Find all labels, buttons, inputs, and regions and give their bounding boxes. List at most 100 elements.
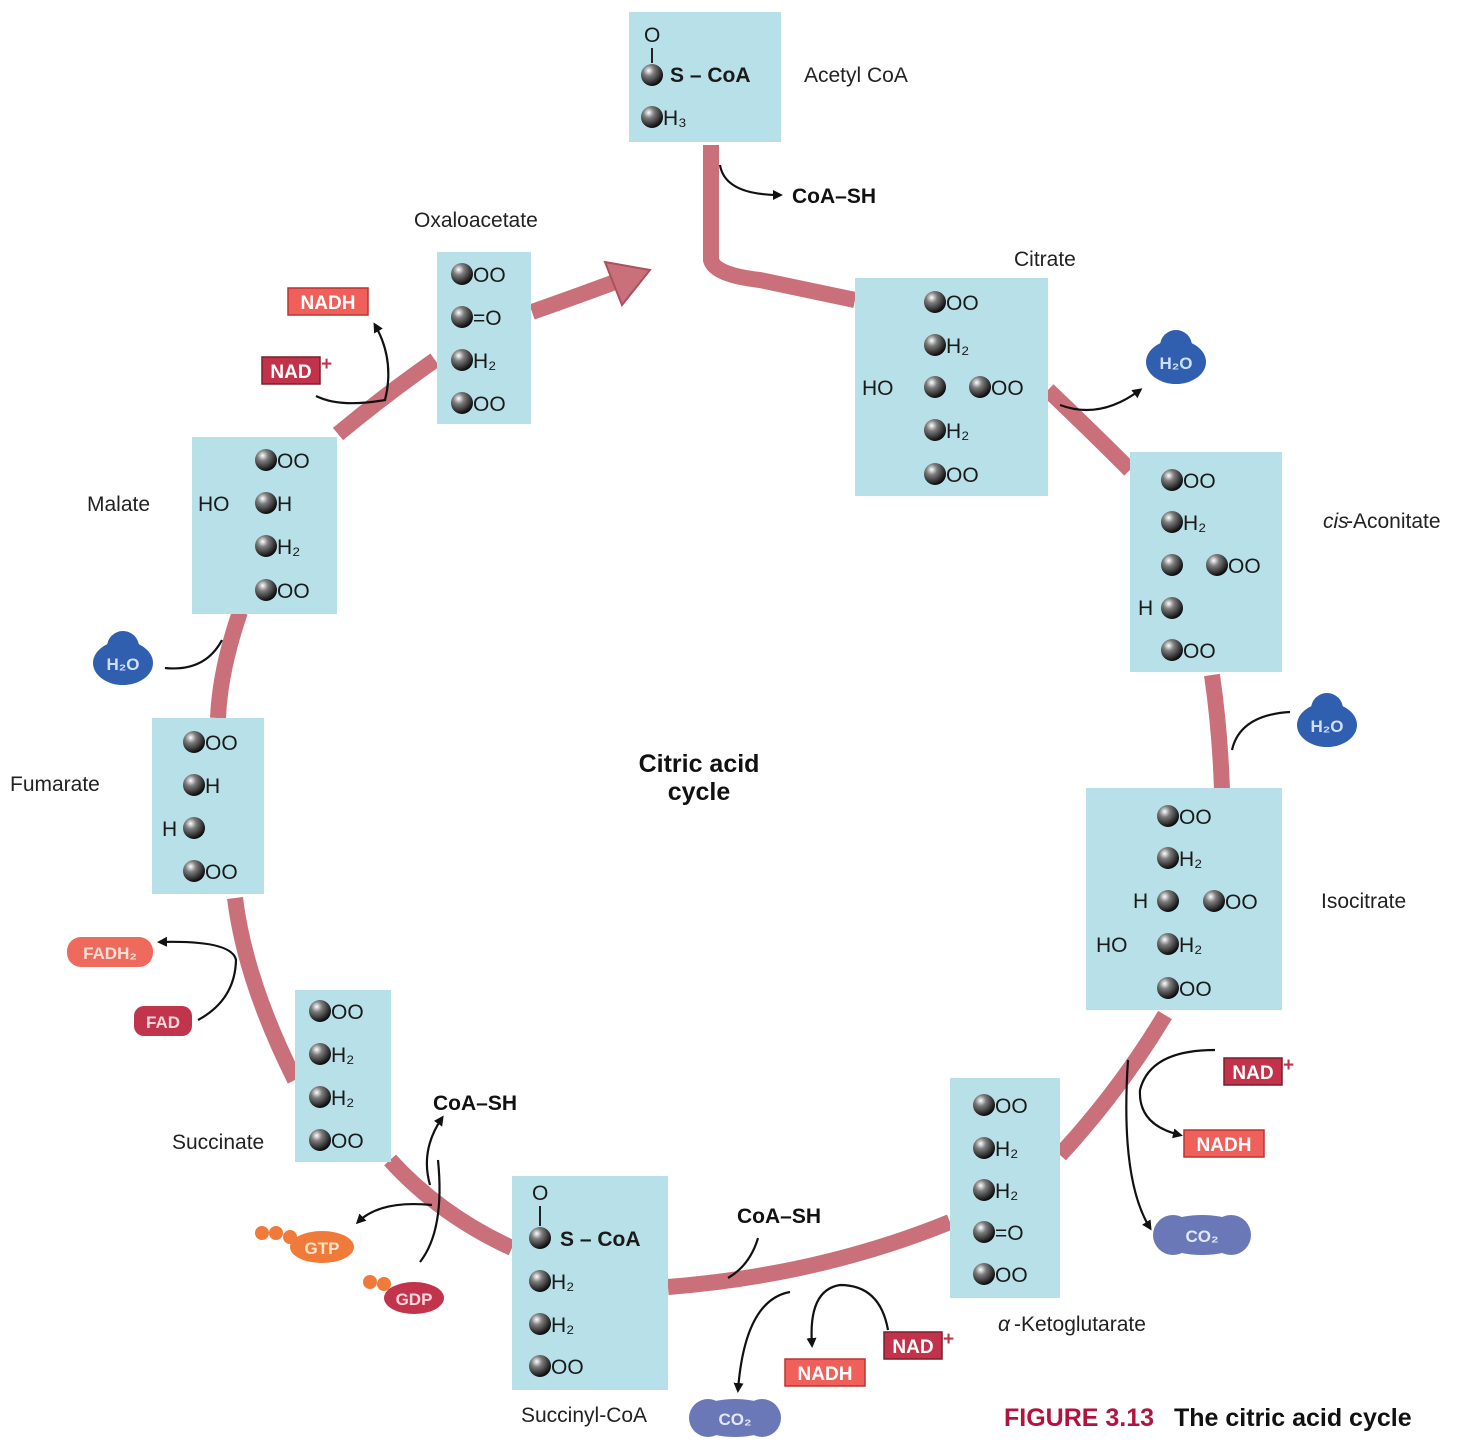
fadh2-badge: FADH₂	[67, 937, 153, 967]
atom-label: NAD	[1232, 1063, 1273, 1084]
nadh-badge-bottom: NADH	[784, 1358, 866, 1387]
carbon-atom-icon	[107, 631, 139, 663]
label-citrate: Citrate	[1014, 248, 1076, 271]
atom-label: OO	[205, 861, 238, 884]
atom-label: HO	[198, 493, 230, 516]
atom-label: OO	[995, 1095, 1028, 1118]
carbon-atom-icon	[973, 1179, 995, 1201]
carbon-atom-icon	[255, 449, 277, 471]
atom-label: +	[943, 1329, 954, 1350]
isocitrate-molecule: OO H₂ H OO HO H₂ OO	[1086, 788, 1282, 1010]
nad-badge-top-left: NAD +	[261, 354, 332, 385]
atom-label: H₂	[1179, 934, 1202, 957]
water-icon-citrate: H₂O	[1146, 330, 1206, 384]
figure-title: The citric acid cycle	[1174, 1404, 1412, 1432]
nad-badge-right: NAD +	[1223, 1055, 1294, 1086]
atom-label: OO	[1228, 555, 1261, 578]
atom-label: CO₂	[1185, 1227, 1218, 1246]
carbon-atom-icon	[451, 392, 473, 414]
carbon-atom-icon	[451, 349, 473, 371]
atom-label: +	[1283, 1055, 1294, 1076]
atom-label: CO₂	[718, 1410, 751, 1429]
atom-h3: H₃	[663, 107, 687, 130]
label-succinyl-coa: Succinyl-CoA	[521, 1404, 647, 1427]
label-fumarate: Fumarate	[10, 773, 100, 796]
atom-label: H	[1133, 890, 1148, 913]
acetyl-coa-molecule: O S – CoA H₃	[629, 12, 781, 142]
atom-o: O	[644, 24, 660, 47]
atom-label: OO	[1183, 640, 1216, 663]
carbon-atom-icon	[973, 1221, 995, 1243]
carbon-atom-icon	[924, 291, 946, 313]
label-malate: Malate	[87, 493, 150, 516]
atom-label: O	[532, 1182, 548, 1205]
atom-label: H₂	[551, 1314, 574, 1337]
carbon-atom-icon	[1157, 933, 1179, 955]
atom-label: NADH	[798, 1364, 853, 1385]
atom-label: H₂O	[106, 655, 139, 674]
fumarate-molecule: OO H H OO	[152, 718, 264, 894]
carbon-atom-icon	[924, 376, 946, 398]
atom-label: NADH	[301, 293, 356, 314]
carbon-atom-icon	[1206, 554, 1228, 576]
atom-label: OO	[991, 377, 1024, 400]
carbon-atom-icon	[924, 334, 946, 356]
atom-label: OO	[946, 292, 979, 315]
atom-label: HO	[1096, 934, 1128, 957]
carbon-atom-icon	[969, 376, 991, 398]
label-acetyl-coa: Acetyl CoA	[804, 64, 908, 87]
carbon-atom-icon	[1311, 693, 1343, 725]
alpha-ketoglutarate-molecule: OO H₂ H₂ =O OO	[950, 1078, 1060, 1298]
label-coa-sh-bottom: CoA–SH	[737, 1205, 821, 1228]
gdp-icon: GDP	[363, 1275, 444, 1314]
atom-label: OO	[205, 732, 238, 755]
carbon-atom-icon	[1157, 847, 1179, 869]
carbon-atom-icon	[451, 306, 473, 328]
atom-label: H₂	[1179, 848, 1202, 871]
carbon-atom-icon	[255, 535, 277, 557]
carbon-atom-icon	[269, 1226, 283, 1240]
label-cis-prefix: cis	[1323, 510, 1349, 533]
atom-label: =O	[995, 1222, 1024, 1245]
carbon-atom-icon	[183, 817, 205, 839]
carbon-atom-icon	[641, 64, 663, 86]
atom-label: H₂	[331, 1044, 354, 1067]
atom-label: H₂	[946, 420, 969, 443]
atom-label: OO	[473, 393, 506, 416]
atom-label: NADH	[1197, 1135, 1252, 1156]
atom-label: OO	[1225, 891, 1258, 914]
atom-label: HO	[862, 377, 894, 400]
atom-label: OO	[1179, 806, 1212, 829]
carbon-atom-icon	[1153, 1215, 1193, 1255]
carbon-atom-icon	[743, 1399, 781, 1437]
atom-label: OO	[551, 1356, 584, 1379]
atom-label: OO	[1183, 470, 1216, 493]
atom-label: OO	[473, 264, 506, 287]
atom-label: H	[277, 493, 292, 516]
label-alpha-prefix: α	[998, 1313, 1011, 1336]
co2-icon-right: CO₂	[1153, 1215, 1251, 1255]
carbon-atom-icon	[1160, 330, 1192, 362]
atom-label: +	[321, 354, 332, 375]
label-coa-sh-succinate: CoA–SH	[433, 1092, 517, 1115]
water-icon-fumarate: H₂O	[93, 631, 153, 685]
carbon-atom-icon	[363, 1275, 377, 1289]
carbon-atom-icon	[255, 1226, 269, 1240]
carbon-atom-icon	[309, 1043, 331, 1065]
atom-label: H₂O	[1159, 354, 1192, 373]
carbon-atom-icon	[529, 1227, 551, 1249]
center-label-line1: Citric acid	[639, 750, 760, 778]
label-isocitrate: Isocitrate	[1321, 890, 1406, 913]
atom-label: H₂	[551, 1271, 574, 1294]
carbon-atom-icon	[309, 1000, 331, 1022]
carbon-atom-icon	[183, 860, 205, 882]
carbon-atom-icon	[309, 1129, 331, 1151]
atom-s-coa: S – CoA	[670, 64, 751, 87]
carbon-atom-icon	[183, 774, 205, 796]
atom-label: FADH₂	[83, 944, 137, 963]
carbon-atom-icon	[451, 263, 473, 285]
atom-label: NAD	[892, 1337, 933, 1358]
carbon-atom-icon	[255, 492, 277, 514]
label-succinate: Succinate	[172, 1131, 264, 1154]
